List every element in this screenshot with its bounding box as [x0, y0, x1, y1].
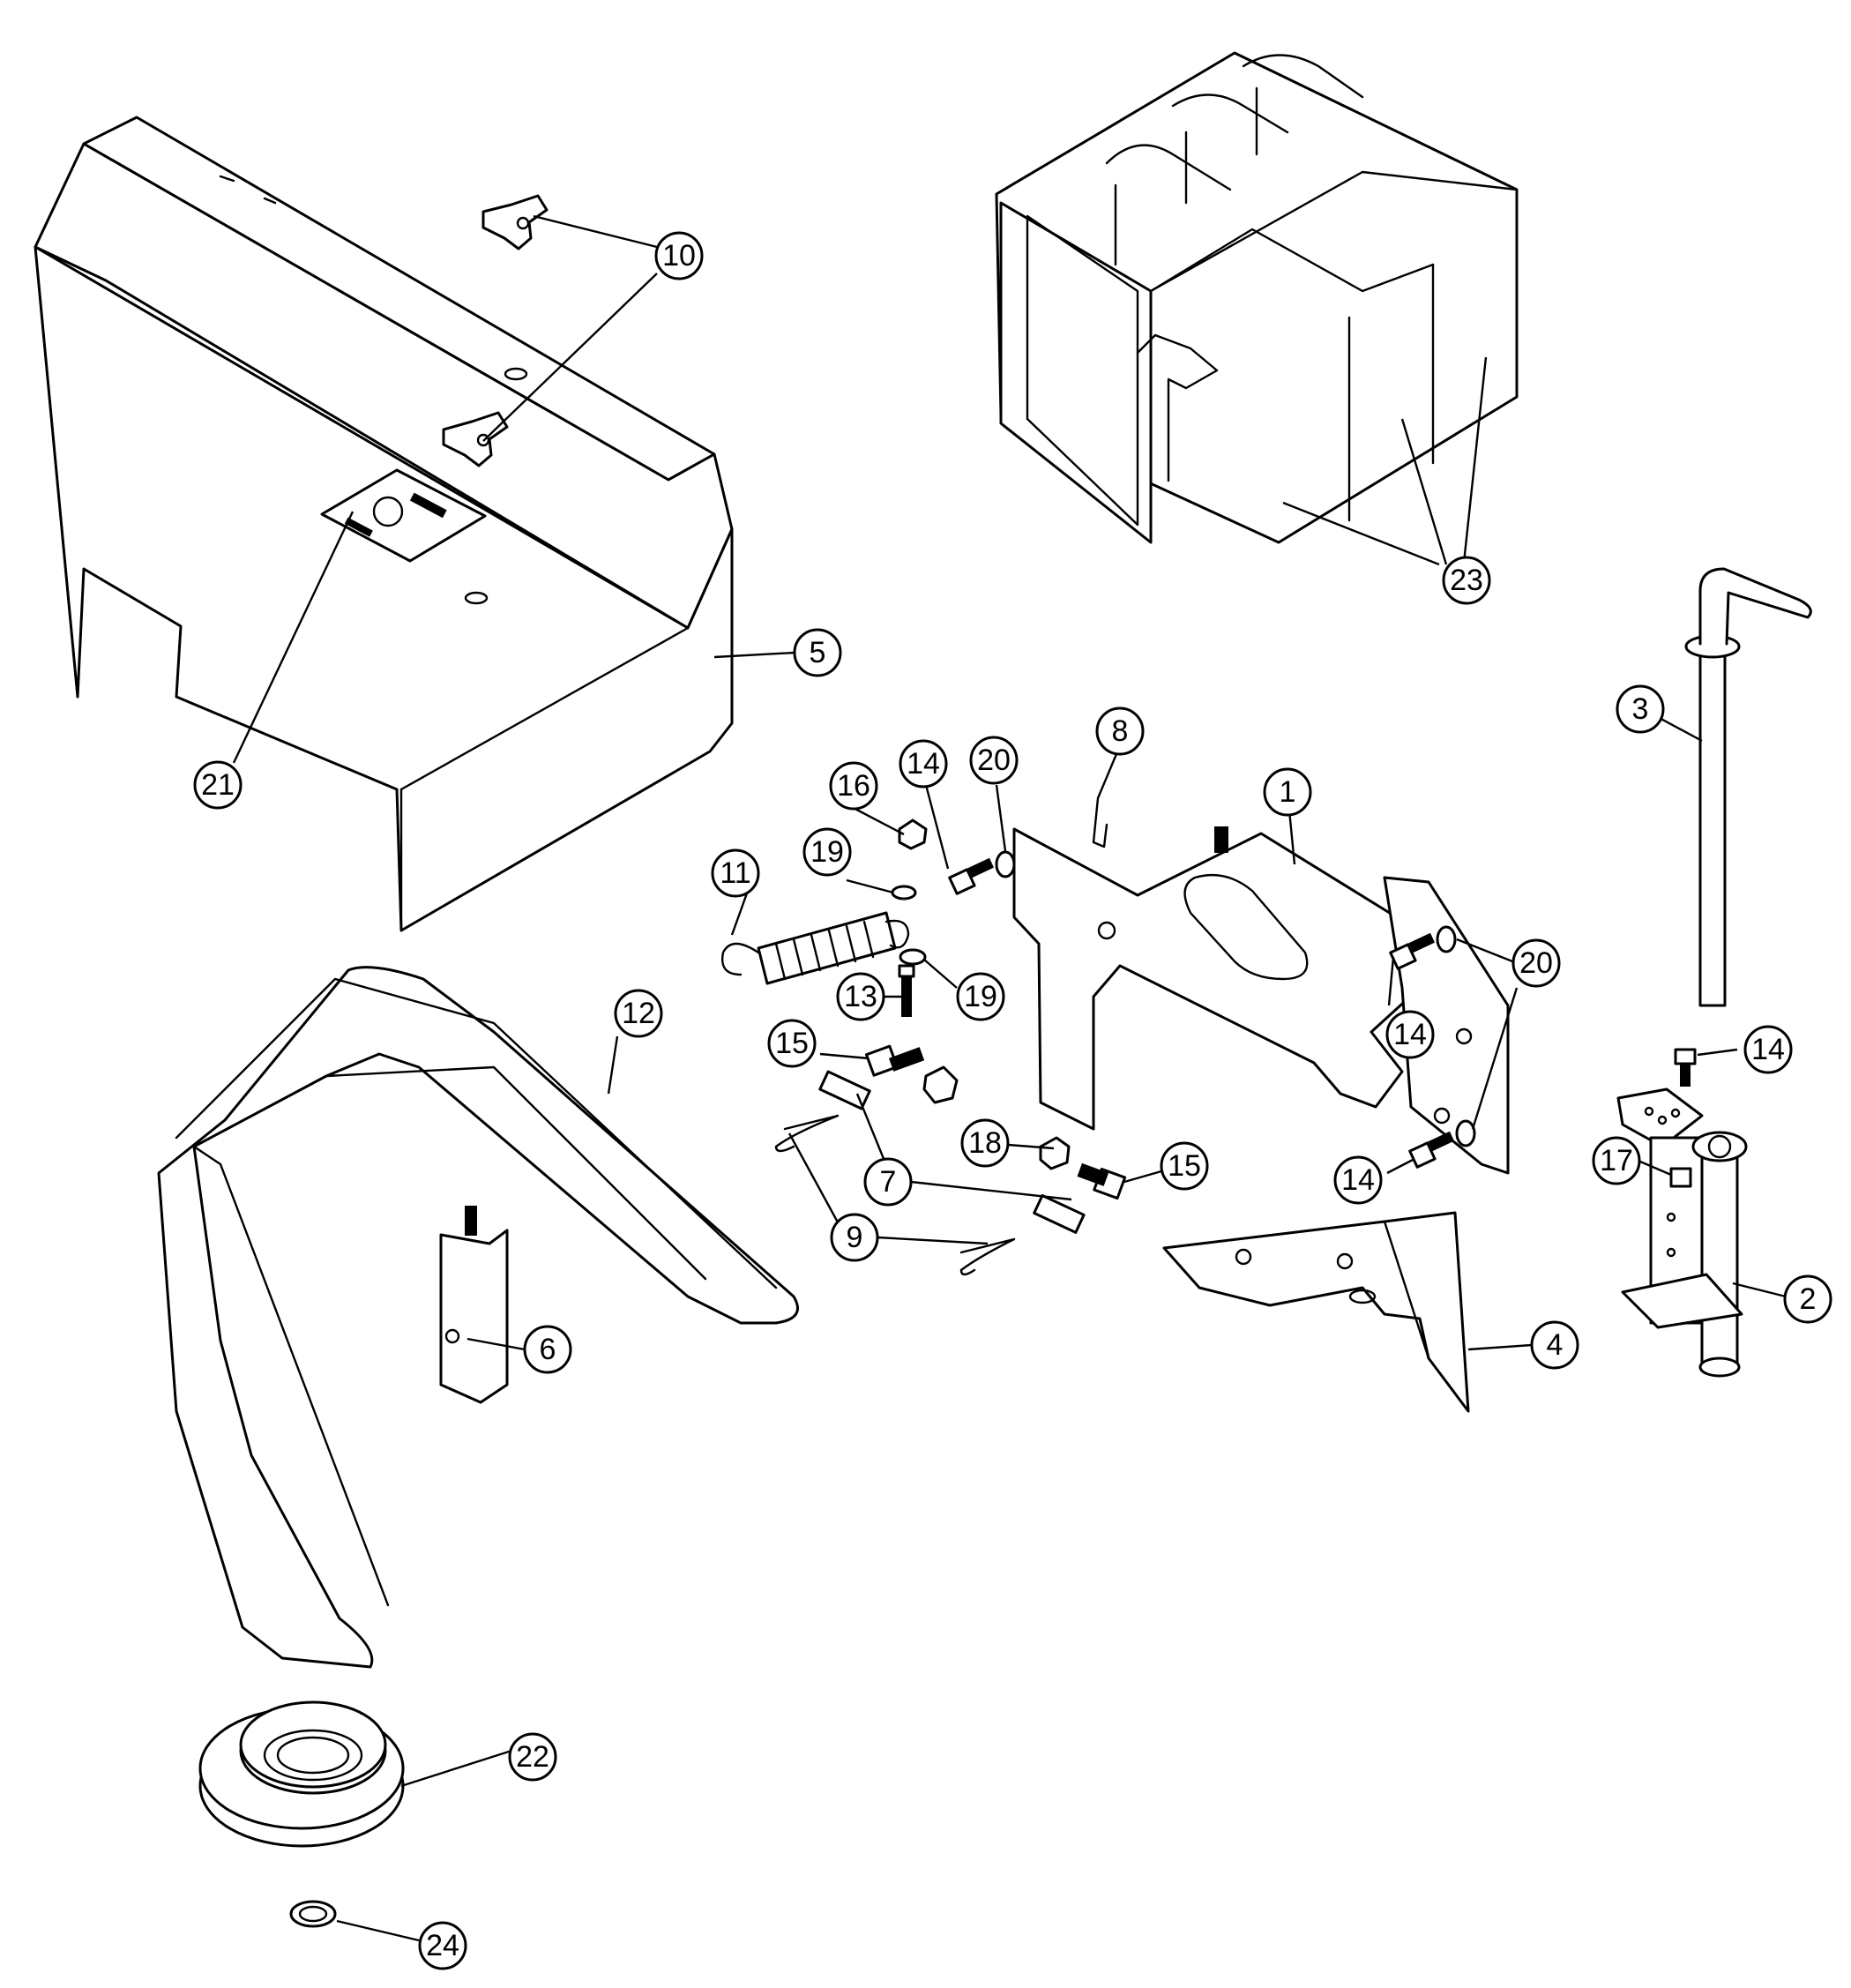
- callout-17-label: 17: [1600, 1144, 1633, 1177]
- callout-23-label: 23: [1450, 564, 1483, 597]
- bolt-15: [864, 1044, 925, 1077]
- callout-5-label: 5: [810, 636, 826, 669]
- leader-lines: [232, 214, 1787, 1942]
- nut-16: [898, 818, 928, 850]
- callout-8-label: 8: [1112, 714, 1129, 748]
- suitcase-weights: [995, 51, 1519, 544]
- callout-21-label: 21: [201, 768, 235, 802]
- support-bracket: [1162, 1211, 1470, 1413]
- belt-guard-cover: [34, 116, 734, 932]
- cotter-pin-8: [1092, 796, 1108, 848]
- callout-2: 2: [1783, 1274, 1832, 1324]
- knob: [481, 194, 549, 250]
- callout-14: 14: [1333, 1155, 1383, 1205]
- mounting-bracket: [1012, 826, 1510, 1175]
- bolt-13: [898, 964, 915, 1017]
- callout-3: 3: [1616, 684, 1665, 734]
- callout-18-label: 18: [968, 1126, 1002, 1160]
- callout-24: 24: [418, 1921, 467, 1970]
- callout-10: 10: [654, 231, 704, 280]
- callout-15: 15: [1160, 1141, 1209, 1191]
- callout-10-label: 10: [662, 239, 696, 273]
- callout-20-label: 20: [1519, 946, 1553, 980]
- drive-belt: [157, 966, 799, 1669]
- nut-17: [1669, 1167, 1692, 1188]
- callout-14-label: 14: [1341, 1163, 1375, 1197]
- washer-20: [995, 850, 1016, 878]
- callout-14-label: 14: [1393, 1018, 1427, 1051]
- bolt-14: [1674, 1048, 1697, 1087]
- callout-20-label: 20: [977, 744, 1011, 777]
- washer-20: [1455, 1119, 1476, 1147]
- callout-14-label: 14: [907, 747, 940, 781]
- washer-19: [899, 948, 927, 966]
- callout-6: 6: [523, 1325, 572, 1374]
- callout-23: 23: [1442, 556, 1491, 605]
- lift-pin: [1684, 567, 1812, 1007]
- washer-19: [891, 885, 917, 901]
- knob: [442, 411, 509, 467]
- pulley: [198, 1700, 405, 1848]
- callout-9: 9: [830, 1213, 879, 1262]
- callout-18: 18: [960, 1118, 1010, 1168]
- callout-13: 13: [836, 972, 885, 1021]
- callout-19-label: 19: [964, 980, 997, 1013]
- callout-22: 22: [508, 1732, 557, 1782]
- washer-24: [289, 1900, 337, 1928]
- callout-15-label: 15: [1168, 1149, 1201, 1183]
- callout-14: 14: [1385, 1010, 1435, 1059]
- callout-17: 17: [1592, 1136, 1641, 1185]
- bolt-14: [1408, 1131, 1455, 1169]
- hinge-post: [1616, 1087, 1748, 1378]
- callout-7: 7: [863, 1157, 913, 1207]
- callout-14-label: 14: [1751, 1033, 1785, 1066]
- callout-12-label: 12: [622, 997, 655, 1030]
- callout-22-label: 22: [516, 1740, 549, 1774]
- bolt-14: [948, 857, 995, 895]
- callout-4-label: 4: [1547, 1328, 1564, 1362]
- callout-12: 12: [614, 989, 663, 1038]
- hair-pin-9: [774, 1114, 840, 1153]
- callout-13-label: 13: [844, 980, 877, 1013]
- callout-11: 11: [711, 848, 760, 898]
- callout-1: 1: [1263, 767, 1312, 817]
- clevis-pin-7: [1033, 1193, 1086, 1234]
- callout-6-label: 6: [540, 1333, 556, 1366]
- callout-14: 14: [899, 739, 948, 788]
- callout-21: 21: [193, 760, 243, 810]
- callout-4: 4: [1530, 1320, 1579, 1370]
- callout-19: 19: [802, 827, 852, 877]
- callout-1-label: 1: [1280, 775, 1296, 809]
- callout-15-label: 15: [775, 1027, 809, 1060]
- clevis-pin-7: [818, 1070, 871, 1110]
- callout-2-label: 2: [1800, 1282, 1817, 1316]
- callout-20: 20: [969, 736, 1019, 785]
- callout-3-label: 3: [1632, 692, 1649, 726]
- callout-7-label: 7: [880, 1165, 897, 1199]
- nut-18: [1039, 1136, 1071, 1170]
- callout-15: 15: [767, 1019, 817, 1068]
- callout-19-label: 19: [810, 835, 844, 869]
- callout-19: 19: [956, 972, 1005, 1021]
- callout-24-label: 24: [426, 1929, 459, 1962]
- bolt-14: [1389, 932, 1436, 970]
- callout-20: 20: [1511, 938, 1561, 988]
- belt-guide: [439, 1206, 509, 1404]
- extension-spring: [721, 911, 910, 985]
- callout-11-label: 11: [720, 856, 750, 890]
- washer-20: [1436, 925, 1457, 953]
- callout-8: 8: [1095, 706, 1145, 756]
- callout-5: 5: [793, 628, 842, 677]
- callout-16-label: 16: [837, 769, 870, 803]
- bolt-15: [1077, 1162, 1127, 1200]
- nut-18: [922, 1065, 959, 1104]
- callout-16: 16: [829, 761, 878, 811]
- warning-decal: [320, 468, 487, 563]
- callout-14: 14: [1743, 1025, 1793, 1074]
- hair-pin-9: [959, 1237, 1016, 1276]
- callout-9-label: 9: [847, 1221, 863, 1254]
